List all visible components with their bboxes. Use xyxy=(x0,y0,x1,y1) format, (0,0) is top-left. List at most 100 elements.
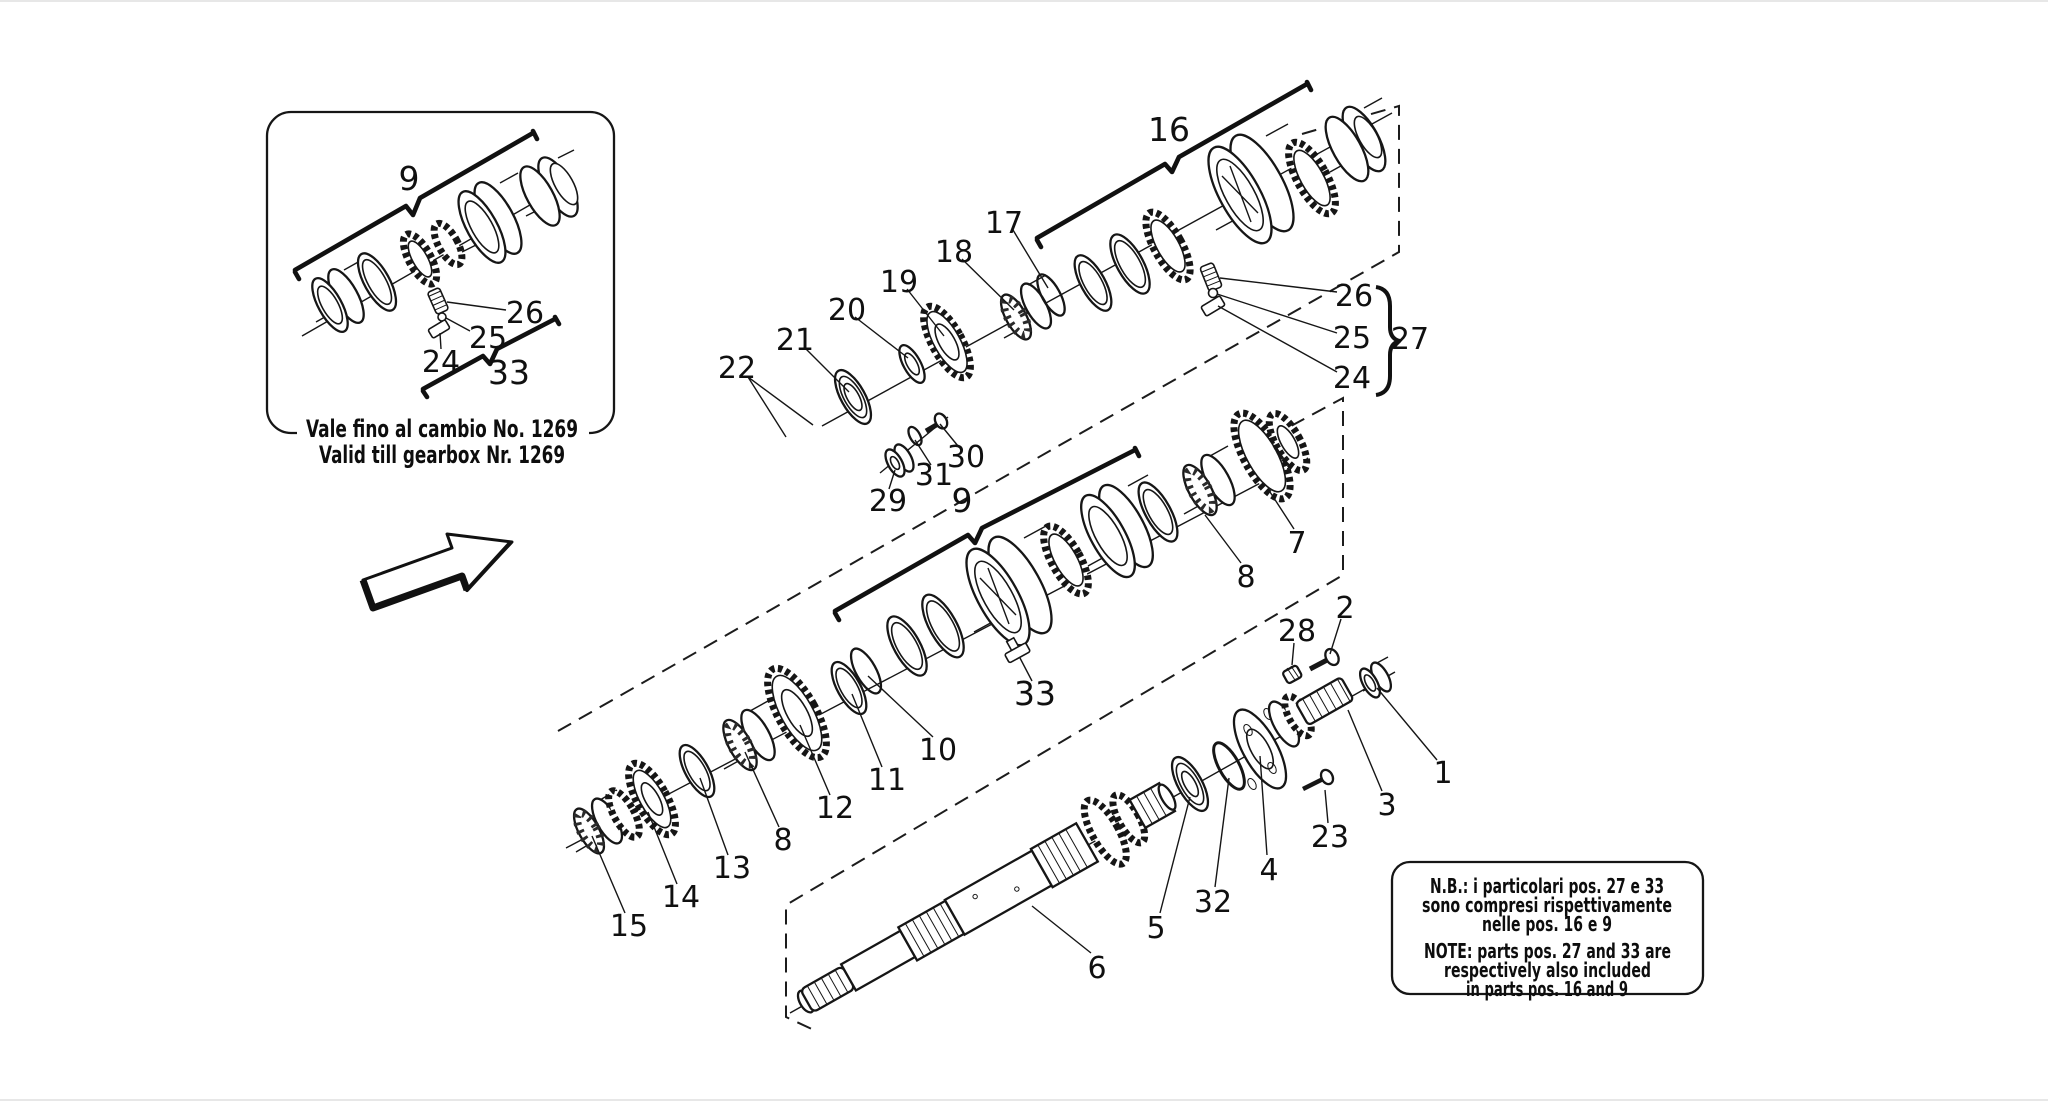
needle-bearing-15 xyxy=(572,789,624,855)
leaders-bottom xyxy=(1031,618,1438,954)
label-22: 22 xyxy=(718,351,756,386)
inset-synchro-ring xyxy=(356,252,398,312)
needle-bearing-8-right xyxy=(1182,445,1236,517)
bracket-16 xyxy=(1034,79,1314,250)
label-3: 3 xyxy=(1377,788,1396,823)
label-27: 27 xyxy=(1391,322,1429,357)
washer-31 xyxy=(907,425,923,447)
pawl-33 xyxy=(1004,636,1031,664)
inset-leader-lines xyxy=(439,301,507,350)
label-25: 25 xyxy=(1333,321,1371,356)
label-23: 23 xyxy=(1311,820,1349,855)
spring-26 xyxy=(1199,262,1223,292)
plug-28 xyxy=(1282,664,1303,685)
gear-14 xyxy=(605,759,679,841)
caption-backplate xyxy=(297,414,589,444)
note-line-1: N.B.: i particolari pos. 27 e 33 xyxy=(1430,874,1664,898)
note-box: N.B.: i particolari pos. 27 e 33 sono co… xyxy=(1390,860,1705,1001)
note-line-2: sono compresi rispettivamente xyxy=(1422,893,1672,917)
inset-box: Vale fino al cambio No. 1269 Valid till … xyxy=(265,110,616,469)
label-8-left: 8 xyxy=(773,823,792,858)
end-sleeve-16 xyxy=(1324,97,1387,183)
note-line-5: respectively also included xyxy=(1444,958,1651,982)
note-box-frame xyxy=(1390,860,1705,996)
bearing-5 xyxy=(1170,755,1210,813)
label-15: 15 xyxy=(610,909,648,944)
assembly-9: 9 15 14 13 8 12 11 10 33 7 8 xyxy=(565,409,1311,944)
hub-sleeve-9b xyxy=(1080,474,1154,579)
label-11: 11 xyxy=(868,763,906,798)
label-20: 20 xyxy=(828,293,866,328)
label-31: 31 xyxy=(915,458,953,493)
leaders-29-30-31 xyxy=(888,423,959,490)
inset-sleeve-hub xyxy=(311,260,365,333)
synchro-ring-9b xyxy=(921,593,965,659)
gear-ring-c xyxy=(1142,208,1194,284)
synchro-ring-a xyxy=(1073,254,1113,312)
gear-ring-9c xyxy=(1040,522,1092,598)
label-10: 10 xyxy=(919,733,957,768)
bolt-2 xyxy=(1308,647,1340,672)
gear-12 xyxy=(764,664,830,762)
o-ring-32 xyxy=(1212,741,1246,791)
synchro-ring-9a xyxy=(886,615,928,677)
synchro-ring-9d xyxy=(1137,481,1179,543)
leaders-8-15 xyxy=(591,675,934,914)
label-14: 14 xyxy=(662,880,700,915)
inset-label-26: 26 xyxy=(506,296,544,331)
label-8-right: 8 xyxy=(1236,560,1255,595)
inset-box-frame xyxy=(265,110,616,435)
needle-bearing-18 xyxy=(999,274,1053,341)
inset-label-25: 25 xyxy=(469,321,507,356)
gear-7 xyxy=(1230,409,1311,503)
label-26: 26 xyxy=(1335,279,1373,314)
dashed-boundary-lower xyxy=(785,396,1344,1032)
label-6: 6 xyxy=(1087,951,1106,986)
label-7: 7 xyxy=(1287,526,1306,561)
cap-29 xyxy=(884,443,915,478)
bracket-9 xyxy=(832,445,1142,623)
inset-bracket-33 xyxy=(420,314,562,400)
label-2: 2 xyxy=(1335,591,1354,626)
hub-sleeve-9 xyxy=(965,525,1053,647)
leaders-24-25-26 xyxy=(1216,277,1338,373)
inset-end-sleeve xyxy=(519,149,579,227)
stub-shaft-3 xyxy=(1267,677,1354,748)
label-4: 4 xyxy=(1259,853,1278,888)
label-18: 18 xyxy=(935,235,973,270)
inset-spring xyxy=(427,287,449,315)
label-33: 33 xyxy=(1014,674,1056,713)
leaders-22 xyxy=(747,376,814,438)
label-29: 29 xyxy=(869,484,907,519)
label-32: 32 xyxy=(1194,885,1232,920)
ring-gear-right xyxy=(1285,138,1339,218)
label-5: 5 xyxy=(1146,911,1165,946)
snap-ring-10 xyxy=(849,647,883,695)
inset-label-33: 33 xyxy=(488,353,530,392)
direction-arrow xyxy=(359,532,514,612)
label-30: 30 xyxy=(947,440,985,475)
inset-gear-ring-bore xyxy=(407,240,433,278)
ring-13 xyxy=(678,743,716,799)
inset-pawl xyxy=(427,319,451,339)
leaders-7-8-33 xyxy=(1019,491,1295,682)
label-9: 9 xyxy=(952,481,973,520)
label-24: 24 xyxy=(1333,361,1371,396)
inset-gear-small xyxy=(430,219,466,269)
note-line-3: nelle pos. 16 e 9 xyxy=(1482,912,1612,936)
hub-sleeve-16 xyxy=(1207,123,1295,245)
label-17: 17 xyxy=(985,206,1023,241)
brace-27 xyxy=(1375,285,1401,397)
ring-11 xyxy=(830,660,868,716)
label-28: 28 xyxy=(1278,614,1316,649)
inset-label-24: 24 xyxy=(422,345,460,380)
washer-20 xyxy=(898,344,926,384)
inset-hub xyxy=(457,172,523,264)
label-19: 19 xyxy=(880,265,918,300)
inset-label-9: 9 xyxy=(399,159,420,198)
label-21: 21 xyxy=(776,323,814,358)
assembly-main-shaft: 1 2 3 4 5 6 23 28 32 xyxy=(789,591,1453,1014)
inset-caption-italian: Vale fino al cambio No. 1269 xyxy=(306,415,578,443)
